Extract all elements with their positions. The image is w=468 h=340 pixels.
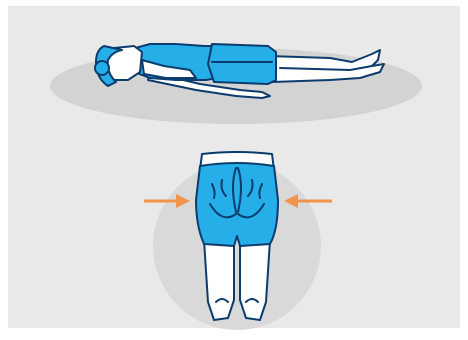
closeup-scene <box>144 152 332 330</box>
lying-scene <box>50 44 422 124</box>
